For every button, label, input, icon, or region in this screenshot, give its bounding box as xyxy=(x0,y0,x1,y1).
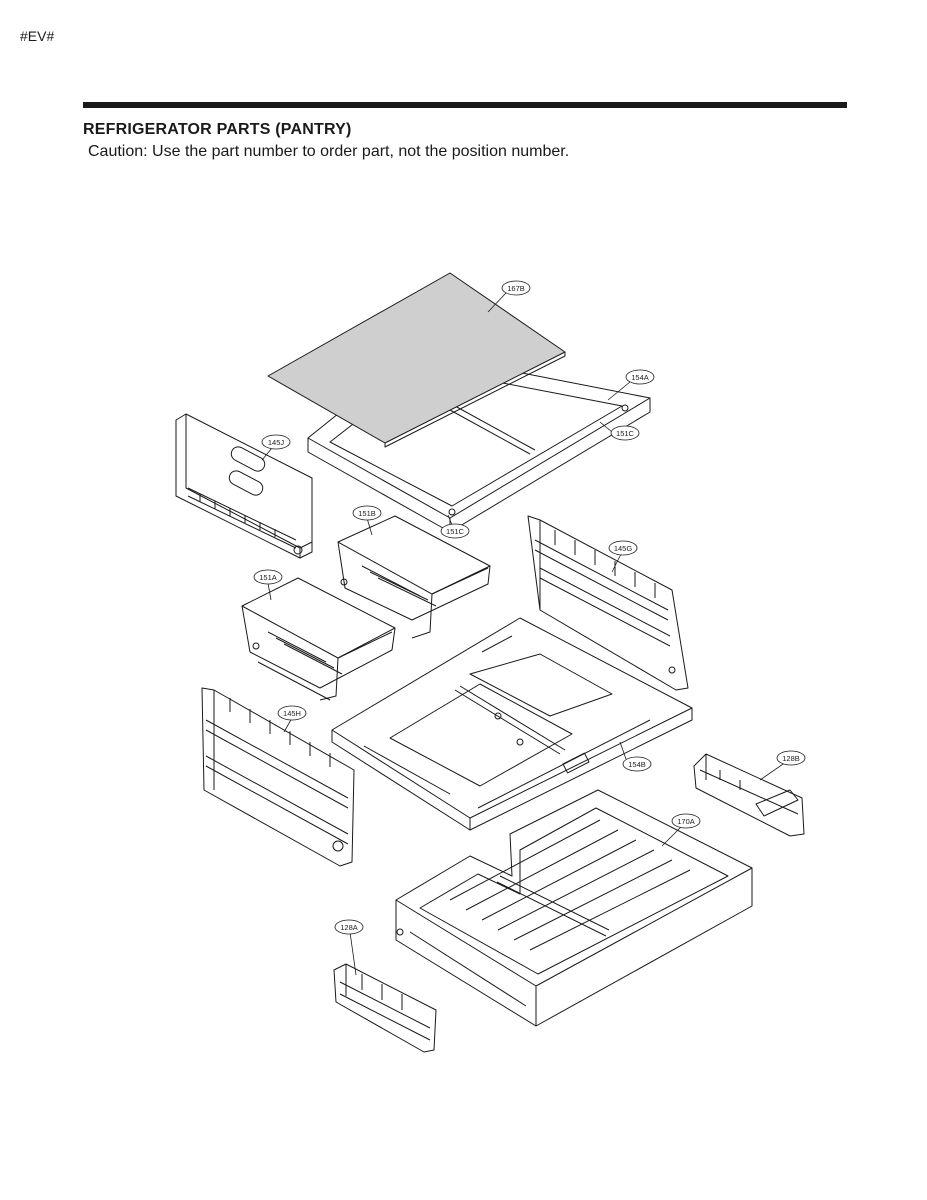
part-label-167b: 167B xyxy=(507,284,525,293)
callout-167b xyxy=(501,280,531,296)
part-label-128a: 128A xyxy=(340,923,358,932)
callout-145j xyxy=(261,434,291,450)
page-title: REFRIGERATOR PARTS (PANTRY) xyxy=(83,121,352,138)
part-label-151c-top: 151C xyxy=(616,429,635,438)
part-label-154b: 154B xyxy=(628,760,646,769)
divider-145g xyxy=(527,515,689,691)
part-label-151b: 151B xyxy=(358,509,376,518)
glass-shelf-167b xyxy=(267,272,566,448)
part-label-151c-mid: 151C xyxy=(446,527,465,536)
callout-154b xyxy=(622,756,652,772)
part-label-145h: 145H xyxy=(283,709,301,718)
header-rule xyxy=(83,102,847,108)
callout-170a xyxy=(671,813,701,829)
base-plate-154b xyxy=(331,617,693,831)
part-label-145g: 145G xyxy=(614,544,633,553)
callout-145h xyxy=(277,705,307,721)
part-label-128b: 128B xyxy=(782,754,800,763)
divider-145j xyxy=(175,413,313,559)
drawer-170a xyxy=(395,789,753,1027)
part-label-154a: 154A xyxy=(631,373,649,382)
callout-151a xyxy=(253,569,283,585)
callout-154a xyxy=(625,369,655,385)
bracket-128a xyxy=(333,963,437,1053)
bin-151b xyxy=(337,515,491,639)
bracket-128b xyxy=(693,753,805,837)
part-label-151a: 151A xyxy=(259,573,277,582)
page-code: #EV# xyxy=(20,28,55,44)
callout-151c-mid xyxy=(440,523,470,539)
divider-145h xyxy=(201,687,355,867)
leader-lines xyxy=(261,292,787,976)
callout-151c-top xyxy=(610,425,640,441)
part-label-145j: 145J xyxy=(268,438,285,447)
callout-145g xyxy=(608,540,638,556)
caution-note: Caution: Use the part number to order pa… xyxy=(88,143,570,160)
callout-128a xyxy=(334,919,364,935)
callout-128b xyxy=(776,750,806,766)
callout-151b xyxy=(352,505,382,521)
bin-151a xyxy=(241,577,396,701)
part-label-170a: 170A xyxy=(677,817,695,826)
